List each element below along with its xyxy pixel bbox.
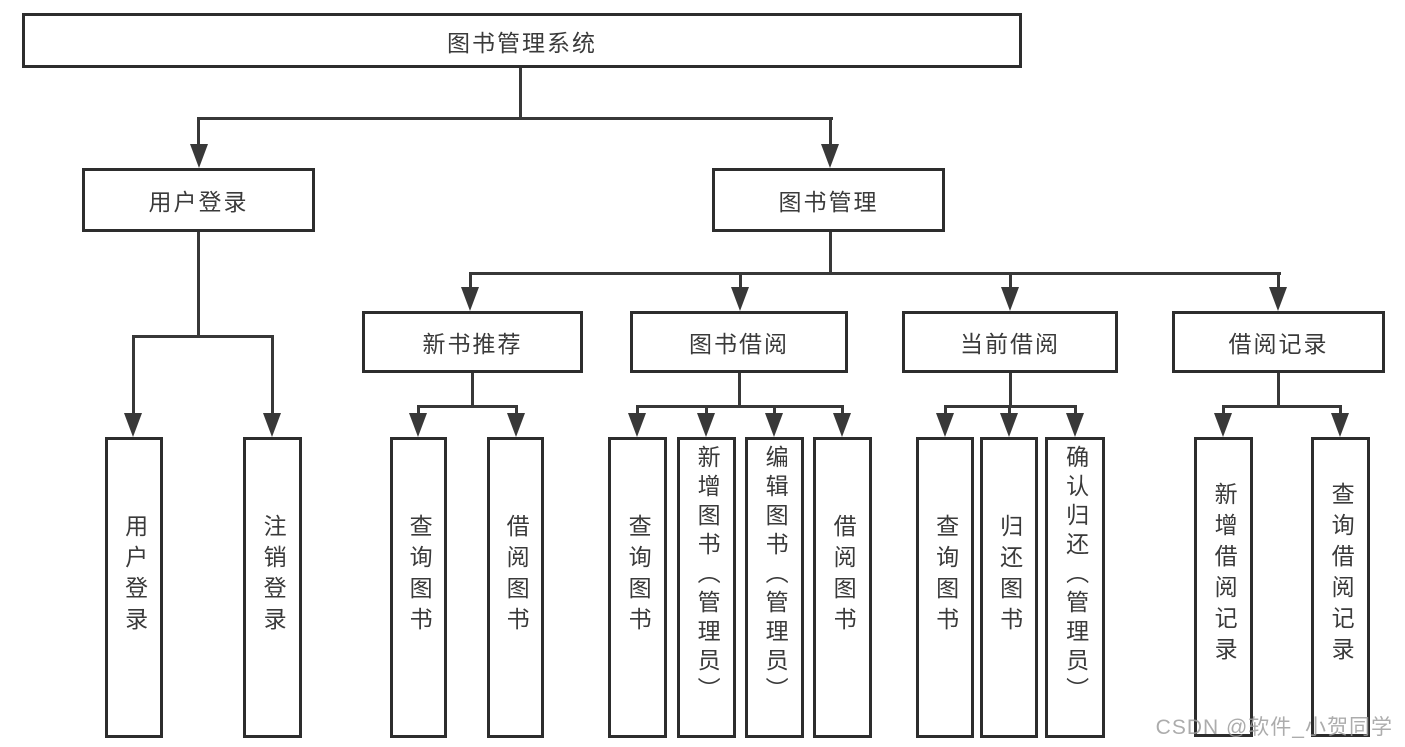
arrowhead-logout-action-icon: [263, 413, 281, 437]
connector-book-management-stem: [829, 232, 832, 274]
arrowhead-borrow-records-icon: [1269, 287, 1287, 311]
arrowhead-borrow-book-icon: [833, 413, 851, 437]
arrowhead-records-add-icon: [1214, 413, 1232, 437]
connector-root-split: [197, 117, 833, 120]
connector-drop-book-borrow: [739, 274, 742, 290]
node-current-confirm-return-admin-label: 确认归还（管理员）: [1062, 445, 1089, 706]
connector-drop-borrow-edit: [773, 407, 776, 416]
connector-drop-logout-action: [271, 337, 274, 415]
connector-drop-current-confirm: [1074, 407, 1077, 416]
connector-drop-login-action: [132, 337, 135, 415]
node-book-management: 图书管理: [712, 168, 945, 232]
arrowhead-borrow-edit-icon: [765, 413, 783, 437]
connector-book-management-split: [469, 272, 1281, 275]
connector-drop-borrow-add: [705, 407, 708, 416]
connector-drop-recommend-query: [417, 407, 420, 416]
node-borrow-query-book: 查询图书: [608, 437, 667, 738]
connector-root-stem: [519, 68, 522, 119]
arrowhead-login-action-icon: [124, 413, 142, 437]
connector-current-stem: [1009, 373, 1012, 407]
node-records-add-record: 新增借阅记录: [1194, 437, 1253, 737]
arrowhead-recommend-query-icon: [409, 413, 427, 437]
connector-drop-records-query: [1339, 407, 1342, 416]
node-current-query-book-label: 查询图书: [932, 513, 959, 638]
node-current-borrow: 当前借阅: [902, 311, 1118, 373]
node-borrow-add-book-admin: 新增图书（管理员）: [677, 437, 736, 738]
node-recommend-borrow-book: 借阅图书: [487, 437, 544, 738]
connector-drop-current-borrow: [1009, 274, 1012, 290]
connector-user-login-stem: [197, 232, 200, 337]
connector-borrow-stem: [738, 373, 741, 407]
arrowhead-new-book-icon: [461, 287, 479, 311]
node-current-borrow-label: 当前借阅: [960, 331, 1060, 357]
arrowhead-current-borrow-icon: [1001, 287, 1019, 311]
node-borrow-add-book-admin-label: 新增图书（管理员）: [694, 445, 721, 706]
connector-records-stem: [1277, 373, 1280, 407]
node-recommend-query-book-label: 查询图书: [406, 513, 433, 638]
arrowhead-book-management-icon: [821, 144, 839, 168]
node-borrow-borrow-book: 借阅图书: [813, 437, 872, 738]
connector-recommend-stem: [471, 373, 474, 407]
node-book-borrow-label: 图书借阅: [689, 331, 789, 357]
node-new-book-recommend-label: 新书推荐: [422, 331, 523, 357]
node-borrow-query-book-label: 查询图书: [625, 513, 652, 638]
node-records-add-record-label: 新增借阅记录: [1211, 482, 1238, 668]
node-current-confirm-return-admin: 确认归还（管理员）: [1045, 437, 1105, 738]
connector-borrow-split: [636, 405, 844, 408]
node-current-query-book: 查询图书: [916, 437, 974, 738]
connector-drop-new-book: [469, 274, 472, 290]
connector-drop-current-query: [944, 407, 947, 416]
node-borrow-edit-book-admin: 编辑图书（管理员）: [745, 437, 804, 738]
connector-recommend-split: [417, 405, 518, 408]
node-user-login-action-label: 用户登录: [121, 513, 148, 638]
node-user-login-label: 用户登录: [148, 189, 249, 215]
node-root-label: 图书管理系统: [447, 29, 597, 56]
node-borrow-borrow-book-label: 借阅图书: [830, 513, 857, 638]
arrowhead-borrow-add-icon: [697, 413, 715, 437]
node-records-query-record-label: 查询借阅记录: [1328, 482, 1355, 668]
node-user-login-action: 用户登录: [105, 437, 163, 738]
node-borrow-records: 借阅记录: [1172, 311, 1385, 373]
arrowhead-current-confirm-icon: [1066, 413, 1084, 437]
connector-drop-user-login: [197, 119, 200, 147]
node-new-book-recommend: 新书推荐: [362, 311, 583, 373]
connector-drop-book-management: [829, 119, 832, 147]
arrowhead-current-return-icon: [1000, 413, 1018, 437]
connector-records-split: [1222, 405, 1342, 408]
arrowhead-records-query-icon: [1331, 413, 1349, 437]
node-current-return-book-label: 归还图书: [996, 513, 1023, 638]
node-user-login: 用户登录: [82, 168, 315, 232]
connector-drop-records-add: [1222, 407, 1225, 416]
node-book-borrow: 图书借阅: [630, 311, 848, 373]
node-root: 图书管理系统: [22, 13, 1022, 68]
connector-drop-borrow-book: [841, 407, 844, 416]
node-logout-action-label: 注销登录: [260, 513, 287, 638]
csdn-watermark: CSDN @软件_小贺同学: [1155, 716, 1393, 739]
connector-drop-borrow-query: [636, 407, 639, 416]
arrowhead-current-query-icon: [936, 413, 954, 437]
connector-user-login-split: [132, 335, 274, 338]
connector-current-split: [944, 405, 1077, 408]
node-logout-action: 注销登录: [243, 437, 302, 738]
node-borrow-edit-book-admin-label: 编辑图书（管理员）: [762, 445, 789, 706]
arrowhead-book-borrow-icon: [731, 287, 749, 311]
connector-drop-borrow-records: [1277, 274, 1280, 290]
connector-drop-current-return: [1008, 407, 1011, 416]
arrowhead-user-login-icon: [190, 144, 208, 168]
node-book-management-label: 图书管理: [778, 189, 879, 215]
connector-drop-recommend-borrow: [515, 407, 518, 416]
node-borrow-records-label: 借阅记录: [1228, 331, 1329, 357]
node-recommend-query-book: 查询图书: [390, 437, 447, 738]
arrowhead-recommend-borrow-icon: [507, 413, 525, 437]
arrowhead-borrow-query-icon: [628, 413, 646, 437]
node-current-return-book: 归还图书: [980, 437, 1038, 738]
node-recommend-borrow-book-label: 借阅图书: [503, 513, 530, 638]
node-records-query-record: 查询借阅记录: [1311, 437, 1370, 737]
